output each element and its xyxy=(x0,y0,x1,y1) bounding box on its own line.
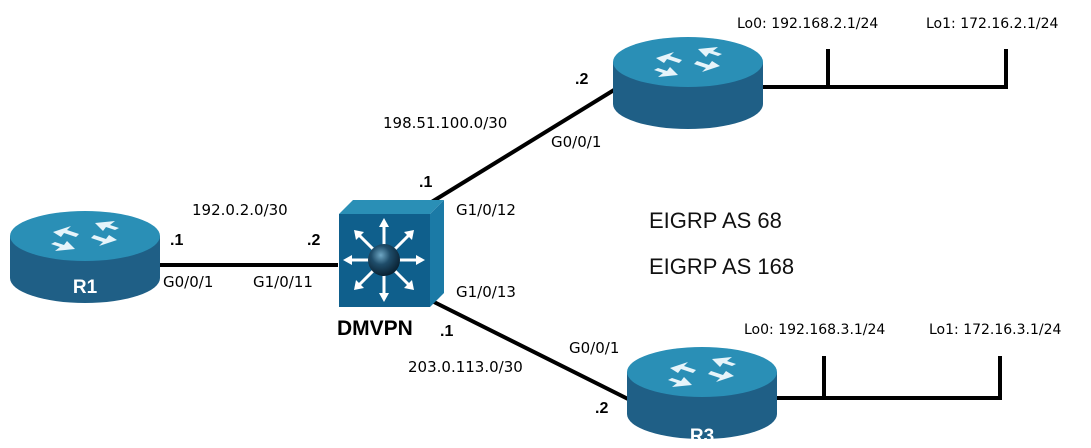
link-dmvpn-r3 xyxy=(429,298,631,402)
router-r3-name: R3 xyxy=(690,426,714,447)
router-r2[interactable]: R2 xyxy=(613,37,763,150)
r2-interface: G0/0/1 xyxy=(551,133,601,151)
router-r1[interactable]: R1 xyxy=(10,211,160,303)
r1-host-address: .1 xyxy=(170,232,183,249)
network-dmvpn-r3: 203.0.113.0/30 xyxy=(408,358,523,376)
protocol-label-2: EIGRP AS 168 xyxy=(649,254,794,279)
dmvpn-host-address-r2-link: .1 xyxy=(419,174,432,191)
r3-host-address: .2 xyxy=(595,400,608,417)
dmvpn-interface-r1-link: G1/0/11 xyxy=(253,273,313,291)
network-dmvpn-r2: 198.51.100.0/30 xyxy=(383,114,507,132)
r3-loopback-lines xyxy=(776,356,1002,400)
router-icon xyxy=(10,211,160,303)
dmvpn-switch-name: DMVPN xyxy=(337,317,413,340)
router-r1-name: R1 xyxy=(73,277,98,298)
multilayer-switch-icon xyxy=(339,200,444,307)
protocol-label-1: EIGRP AS 68 xyxy=(649,208,782,233)
dmvpn-switch[interactable]: DMVPN xyxy=(337,200,444,340)
r2-loopback-lines xyxy=(758,49,1008,89)
dmvpn-interface-r3-link: G1/0/13 xyxy=(456,283,516,301)
dmvpn-host-address-r3-link: .1 xyxy=(440,323,453,340)
router-r2-name: R2 xyxy=(676,129,700,150)
r2-lo0-label: Lo0: 192.168.2.1/24 xyxy=(737,16,878,32)
link-dmvpn-r2 xyxy=(428,88,616,205)
router-icon xyxy=(613,37,763,129)
router-icon xyxy=(627,347,777,439)
r3-lo0-label: Lo0: 192.168.3.1/24 xyxy=(744,322,885,338)
r3-interface: G0/0/1 xyxy=(569,339,619,357)
router-r3[interactable]: R3 xyxy=(627,347,777,447)
r2-host-address: .2 xyxy=(575,71,588,88)
r1-interface: G0/0/1 xyxy=(163,273,213,291)
network-r1-dmvpn: 192.0.2.0/30 xyxy=(192,201,288,219)
dmvpn-interface-r2-link: G1/0/12 xyxy=(456,201,516,219)
dmvpn-host-address-r1-link: .2 xyxy=(307,232,320,249)
r3-lo1-label: Lo1: 172.16.3.1/24 xyxy=(929,322,1062,338)
r2-lo1-label: Lo1: 172.16.2.1/24 xyxy=(926,16,1059,32)
